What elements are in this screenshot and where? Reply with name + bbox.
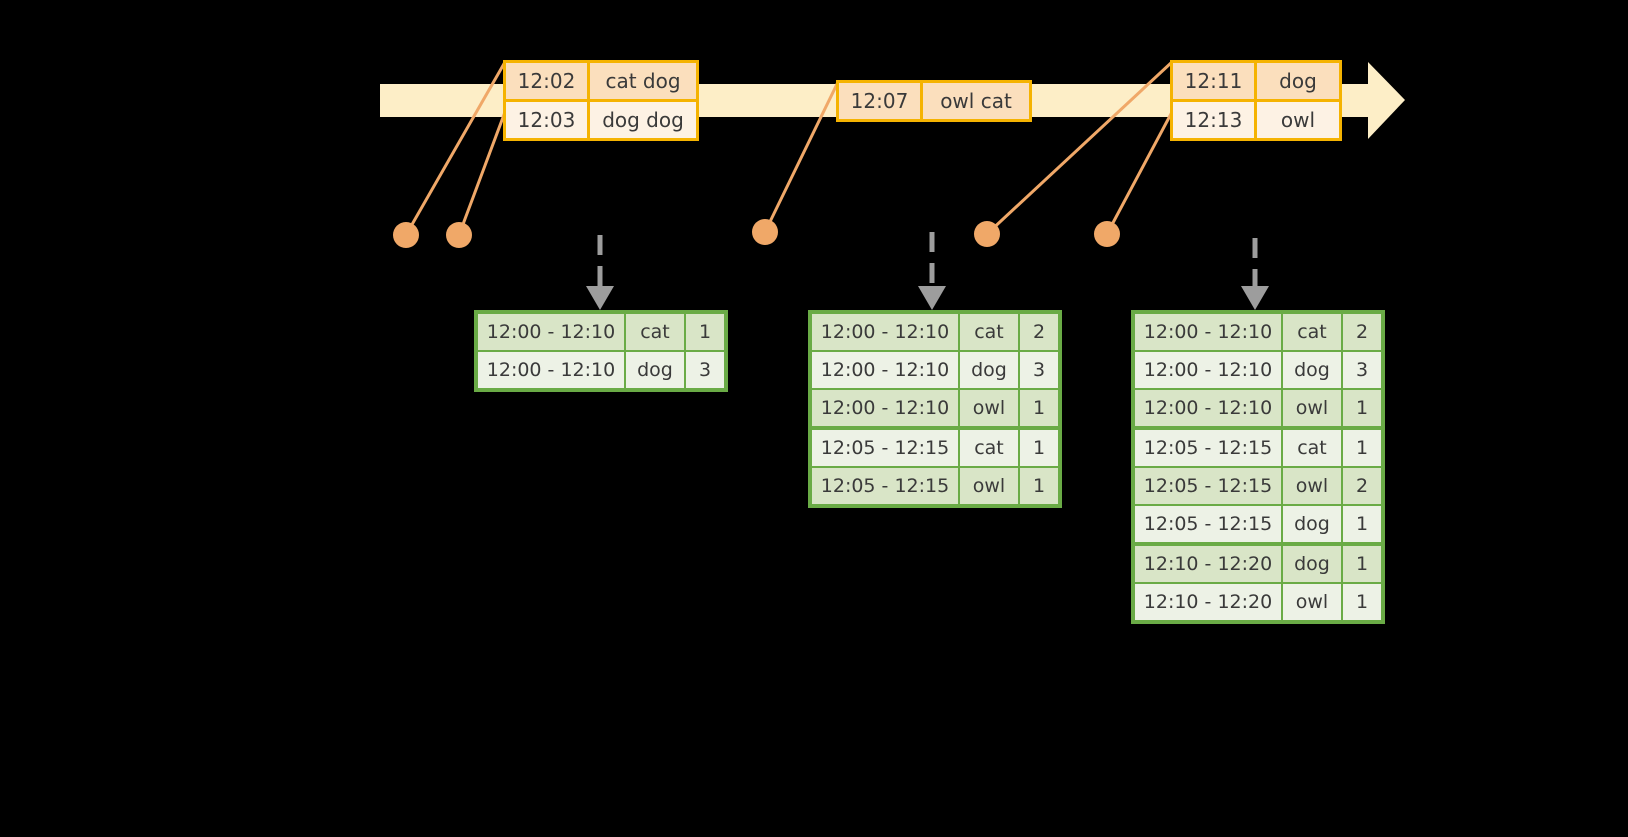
cell-count: 3 — [1020, 352, 1058, 388]
cell-window: 12:10 - 12:20 — [1135, 584, 1283, 620]
event-words: dog dog — [590, 102, 696, 138]
cell-count: 2 — [1020, 314, 1058, 350]
cell-word: owl — [1283, 584, 1343, 620]
event-row[interactable]: 12:11 dog — [1173, 63, 1339, 99]
cell-word: cat — [960, 430, 1020, 466]
trigger-arrowheads — [586, 286, 1269, 310]
cell-window: 12:00 - 12:10 — [1135, 390, 1283, 426]
cell-count: 1 — [1343, 584, 1381, 620]
event-group-3[interactable]: 12:11 dog 12:13 owl — [1170, 60, 1342, 141]
cell-window: 12:05 - 12:15 — [1135, 430, 1283, 466]
cell-word: cat — [626, 314, 686, 350]
cell-count: 2 — [1343, 314, 1381, 350]
event-group-1[interactable]: 12:02 cat dog 12:03 dog dog — [503, 60, 699, 141]
cell-word: owl — [960, 468, 1020, 504]
event-words: dog — [1257, 63, 1339, 99]
cell-count: 1 — [1020, 390, 1058, 426]
cell-word: owl — [1283, 390, 1343, 426]
event-time: 12:02 — [506, 63, 590, 99]
cell-window: 12:00 - 12:10 — [812, 352, 960, 388]
cell-word: cat — [960, 314, 1020, 350]
event-row[interactable]: 12:02 cat dog — [506, 63, 696, 99]
leader-line-3 — [763, 81, 840, 233]
event-time: 12:13 — [1173, 102, 1257, 138]
cell-word: dog — [1283, 546, 1343, 582]
cell-word: cat — [1283, 314, 1343, 350]
leader-lines — [404, 60, 1174, 236]
cell-word: owl — [960, 390, 1020, 426]
cell-count: 1 — [1343, 506, 1381, 542]
event-row[interactable]: 12:13 owl — [1173, 99, 1339, 138]
event-time: 12:03 — [506, 102, 590, 138]
cell-word: dog — [1283, 506, 1343, 542]
cell-count: 1 — [1343, 546, 1381, 582]
cell-window: 12:05 - 12:15 — [1135, 506, 1283, 542]
cell-window: 12:00 - 12:10 — [478, 352, 626, 388]
cell-count: 1 — [686, 314, 724, 350]
trigger-arrows — [597, 232, 1258, 291]
cell-word: dog — [1283, 352, 1343, 388]
cell-count: 1 — [1020, 430, 1058, 466]
trigger-arrowhead-2 — [918, 286, 946, 310]
event-row[interactable]: 12:07 owl cat — [839, 83, 1029, 119]
cell-word: owl — [1283, 468, 1343, 504]
event-dot-1 — [393, 222, 419, 248]
event-dot-4 — [974, 221, 1000, 247]
trigger-arrowhead-3 — [1241, 286, 1269, 310]
event-group-2[interactable]: 12:07 owl cat — [836, 80, 1032, 122]
event-row[interactable]: 12:03 dog dog — [506, 99, 696, 138]
event-dot-2 — [446, 222, 472, 248]
event-time: 12:11 — [1173, 63, 1257, 99]
cell-word: dog — [960, 352, 1020, 388]
cell-window: 12:00 - 12:10 — [812, 314, 960, 350]
cell-window: 12:05 - 12:15 — [1135, 468, 1283, 504]
cell-window: 12:00 - 12:10 — [1135, 314, 1283, 350]
cell-count: 1 — [1343, 390, 1381, 426]
leader-line-1 — [404, 61, 507, 236]
leader-line-2 — [457, 111, 507, 236]
event-words: cat dog — [590, 63, 696, 99]
event-words: owl cat — [923, 83, 1029, 119]
cell-window: 12:05 - 12:15 — [812, 430, 960, 466]
cell-word: cat — [1283, 430, 1343, 466]
event-time: 12:07 — [839, 83, 923, 119]
cell-window: 12:00 - 12:10 — [478, 314, 626, 350]
cell-count: 1 — [1020, 468, 1058, 504]
leader-line-4 — [985, 60, 1174, 236]
cell-window: 12:05 - 12:15 — [812, 468, 960, 504]
event-words: owl — [1257, 102, 1339, 138]
trigger-arrowhead-1 — [586, 286, 614, 310]
cell-count: 3 — [686, 352, 724, 388]
leader-line-5 — [1105, 111, 1174, 235]
event-dot-3 — [752, 219, 778, 245]
cell-window: 12:00 - 12:10 — [1135, 352, 1283, 388]
cell-count: 2 — [1343, 468, 1381, 504]
cell-window: 12:00 - 12:10 — [812, 390, 960, 426]
cell-count: 1 — [1343, 430, 1381, 466]
cell-count: 3 — [1343, 352, 1381, 388]
cell-word: dog — [626, 352, 686, 388]
event-dots — [393, 219, 1120, 248]
cell-window: 12:10 - 12:20 — [1135, 546, 1283, 582]
event-dot-5 — [1094, 221, 1120, 247]
